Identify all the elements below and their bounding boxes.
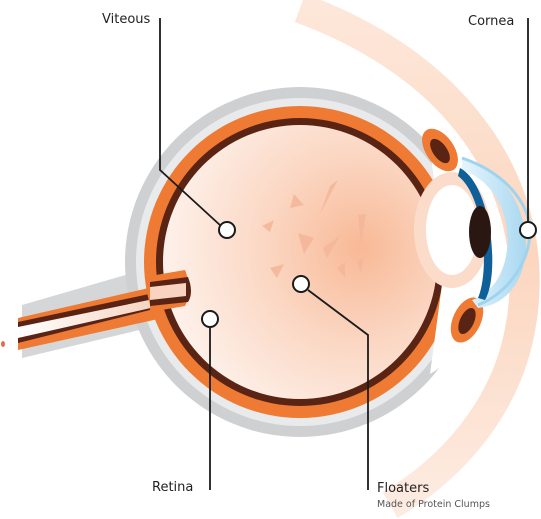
floaters-note: Made of Protein Clumps bbox=[377, 499, 490, 510]
retina-marker bbox=[201, 310, 219, 328]
cornea-shape bbox=[462, 158, 526, 308]
viteous-marker bbox=[218, 221, 236, 239]
optic-nerve-core bbox=[18, 293, 186, 338]
floaters-leader bbox=[307, 289, 369, 490]
cornea-marker bbox=[519, 221, 537, 239]
floaters-shapes bbox=[262, 180, 366, 278]
viteous-label: Viteous bbox=[102, 12, 151, 27]
floaters-label: Floaters bbox=[377, 481, 430, 496]
outer-light-arc bbox=[294, 0, 540, 518]
pupil bbox=[469, 206, 491, 258]
vitreous-body bbox=[163, 125, 437, 399]
retina-label: Retina bbox=[152, 480, 194, 495]
cornea-label: Cornea bbox=[468, 14, 515, 29]
floaters-marker bbox=[292, 275, 310, 293]
viteous-leader bbox=[159, 18, 222, 227]
